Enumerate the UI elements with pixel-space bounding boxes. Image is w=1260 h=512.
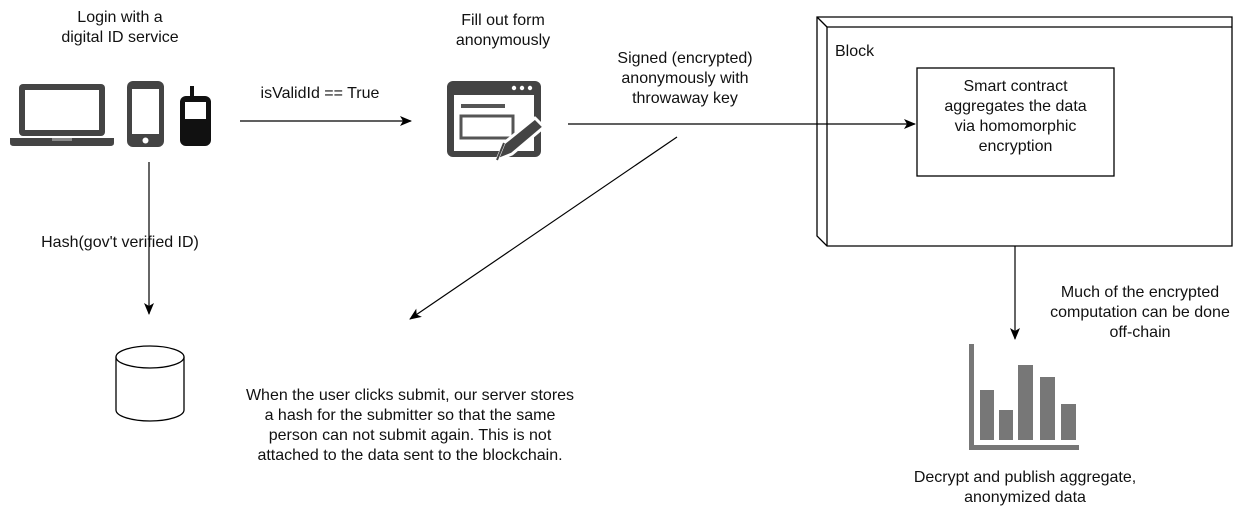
smartphone-icon: [127, 81, 164, 147]
publish-line2: anonymized data: [964, 489, 1086, 506]
form-edit-icon: [447, 81, 546, 162]
signed-label: Signed (encrypted) anonymously with thro…: [585, 49, 785, 109]
signed-label-line3: throwaway key: [632, 90, 738, 107]
offchain-line3: off-chain: [1109, 324, 1171, 341]
form-label-line1: Fill out form: [461, 12, 545, 29]
offchain-label: Much of the encrypted computation can be…: [1030, 283, 1250, 343]
signed-label-line1: Signed (encrypted): [617, 50, 753, 67]
login-label-line1: Login with a: [77, 9, 163, 26]
login-label: Login with a digital ID service: [20, 8, 220, 48]
mobile-phone-icon: [180, 86, 211, 146]
form-label: Fill out form anonymously: [413, 11, 593, 51]
bar-chart-icon: [969, 344, 1079, 450]
publish-label: Decrypt and publish aggregate, anonymize…: [880, 468, 1170, 508]
offchain-line2: computation can be done: [1050, 304, 1230, 321]
hash-label: Hash(gov't verified ID): [41, 234, 199, 251]
publish-line1: Decrypt and publish aggregate,: [913, 469, 1137, 486]
server-note-line2: a hash for the submitter so that the sam…: [264, 407, 556, 424]
smart-contract-line4: encryption: [978, 138, 1053, 155]
smart-contract-line1: Smart contract: [963, 78, 1068, 95]
valid-check-label: isValidId == True: [260, 85, 380, 102]
server-note-line4: attached to the data sent to the blockch…: [257, 447, 563, 464]
database-icon: [115, 345, 185, 422]
block-title: Block: [835, 43, 875, 60]
laptop-icon: [10, 84, 114, 146]
offchain-line1: Much of the encrypted: [1060, 284, 1220, 301]
smart-contract-line3: via homomorphic: [954, 118, 1077, 135]
smart-contract-line2: aggregates the data: [944, 98, 1087, 115]
smart-contract-box: [916, 67, 1115, 177]
login-label-line2: digital ID service: [61, 29, 179, 46]
server-note-line1: When the user clicks submit, our server …: [245, 387, 575, 404]
signed-label-line2: anonymously with: [621, 70, 749, 87]
server-note: When the user clicks submit, our server …: [200, 386, 620, 466]
smart-contract-label: Smart contract aggregates the data via h…: [917, 77, 1114, 157]
form-label-line2: anonymously: [455, 32, 551, 49]
server-note-line3: person can not submit again. This is not: [268, 427, 552, 444]
arrow-form-to-server-note: [409, 136, 678, 320]
